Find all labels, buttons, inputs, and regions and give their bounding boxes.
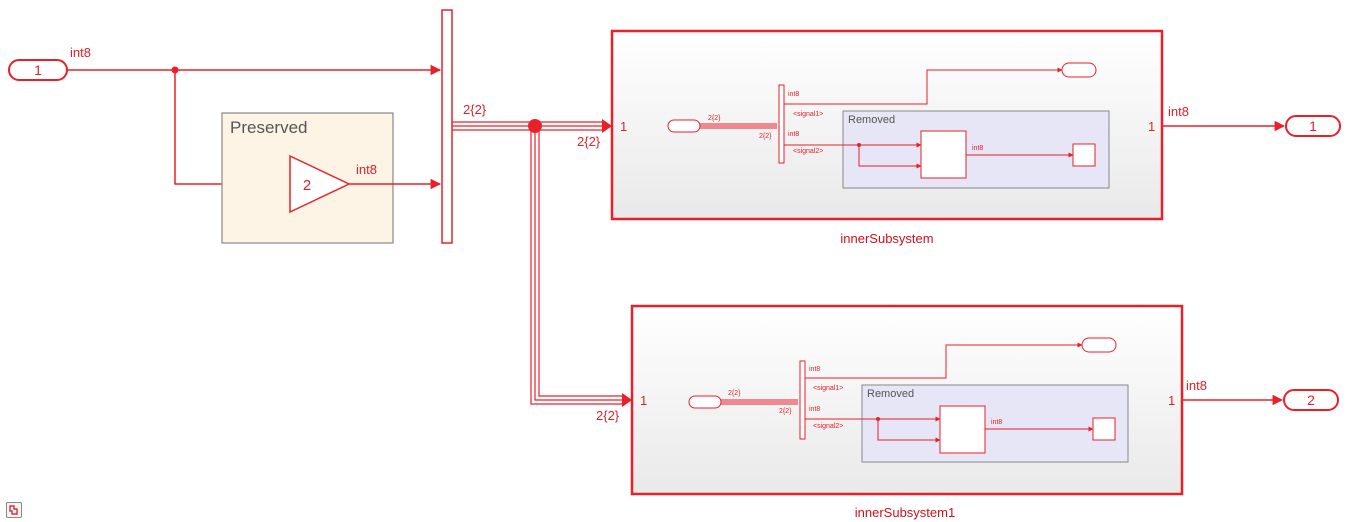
inner-subsystem-1-name: innerSubsystem1 bbox=[855, 505, 955, 520]
sub2-in-type: 2{2} bbox=[596, 408, 620, 423]
sub2-out-type: int8 bbox=[1186, 378, 1207, 393]
sub1-sig1-type: int8 bbox=[788, 91, 799, 98]
sub1-content bbox=[667, 62, 1097, 164]
sub1-bus-type-small: 2{2} bbox=[759, 133, 772, 140]
sub1-sig2-type: int8 bbox=[788, 131, 799, 138]
sub2-inner-labels: 2{2} 2{2} int8 <signal1> int8 <signal2> … bbox=[728, 366, 1002, 430]
sub1-removed-title: Removed bbox=[848, 114, 895, 126]
sub2-inner-wiring bbox=[805, 405, 1116, 454]
sub1-in-type: 2{2} bbox=[577, 134, 601, 149]
sub1-inner-out-type: int8 bbox=[972, 145, 983, 152]
bus-arrow-2 bbox=[622, 393, 632, 407]
sub1-in-port: 1 bbox=[620, 119, 627, 134]
outport-2-block[interactable]: 2 bbox=[1283, 389, 1339, 411]
sub2-out-port: 1 bbox=[1168, 393, 1175, 408]
sub2-sig1-name: <signal1> bbox=[813, 385, 843, 392]
inport-1-label: 1 bbox=[34, 62, 42, 78]
gain-output-type: int8 bbox=[356, 162, 377, 177]
sub1-inner-labels: 2{2} 2{2} int8 <signal1> int8 <signal2> … bbox=[708, 91, 983, 155]
preserved-area-title: Preserved bbox=[230, 118, 307, 137]
sub2-inner-out-type: int8 bbox=[991, 419, 1002, 426]
bus-signal-type: 2{2} bbox=[463, 102, 487, 117]
sub1-inner-branch bbox=[857, 143, 861, 147]
sub2-sig2-name: <signal2> bbox=[813, 423, 843, 430]
sub2-removed-area: Removed bbox=[861, 384, 1129, 463]
sub1-out-port: 1 bbox=[1148, 119, 1155, 134]
input-signal-type: int8 bbox=[70, 45, 91, 60]
sub2-removed-title: Removed bbox=[867, 388, 914, 400]
sub1-sig1-name: <signal1> bbox=[793, 111, 823, 118]
bus-arrow-1 bbox=[602, 119, 612, 133]
bus-creator-block[interactable] bbox=[441, 9, 453, 244]
sub2-bus-type-small: 2{2} bbox=[779, 408, 792, 415]
gain-value: 2 bbox=[303, 177, 311, 194]
sub1-inner-wiring bbox=[784, 130, 1096, 179]
sub1-out-type: int8 bbox=[1168, 104, 1189, 119]
sub1-sig2-name: <signal2> bbox=[793, 148, 823, 155]
sub1-bus-type: 2{2} bbox=[708, 115, 721, 122]
sub2-bus-type: 2{2} bbox=[728, 390, 741, 397]
bus-branch-point bbox=[528, 119, 542, 133]
bus-signal-line[interactable] bbox=[452, 121, 626, 405]
sub2-content bbox=[688, 337, 1117, 440]
inport-1-block[interactable]: 1 bbox=[8, 59, 68, 81]
sub2-in-port: 1 bbox=[640, 393, 647, 408]
branch-point bbox=[171, 66, 179, 74]
fit-view-icon[interactable] bbox=[6, 502, 22, 518]
outport-1-block[interactable]: 1 bbox=[1285, 115, 1341, 137]
inner-subsystem-name: innerSubsystem bbox=[840, 231, 933, 246]
sub2-sig1-type: int8 bbox=[809, 366, 820, 373]
gain-block[interactable]: 2 bbox=[289, 154, 351, 214]
outport-2-label: 2 bbox=[1307, 392, 1315, 408]
sub1-removed-area: Removed bbox=[842, 110, 1110, 189]
sub2-inner-branch bbox=[876, 417, 880, 421]
sub2-sig2-type: int8 bbox=[809, 406, 820, 413]
outport-1-label: 1 bbox=[1309, 118, 1317, 134]
